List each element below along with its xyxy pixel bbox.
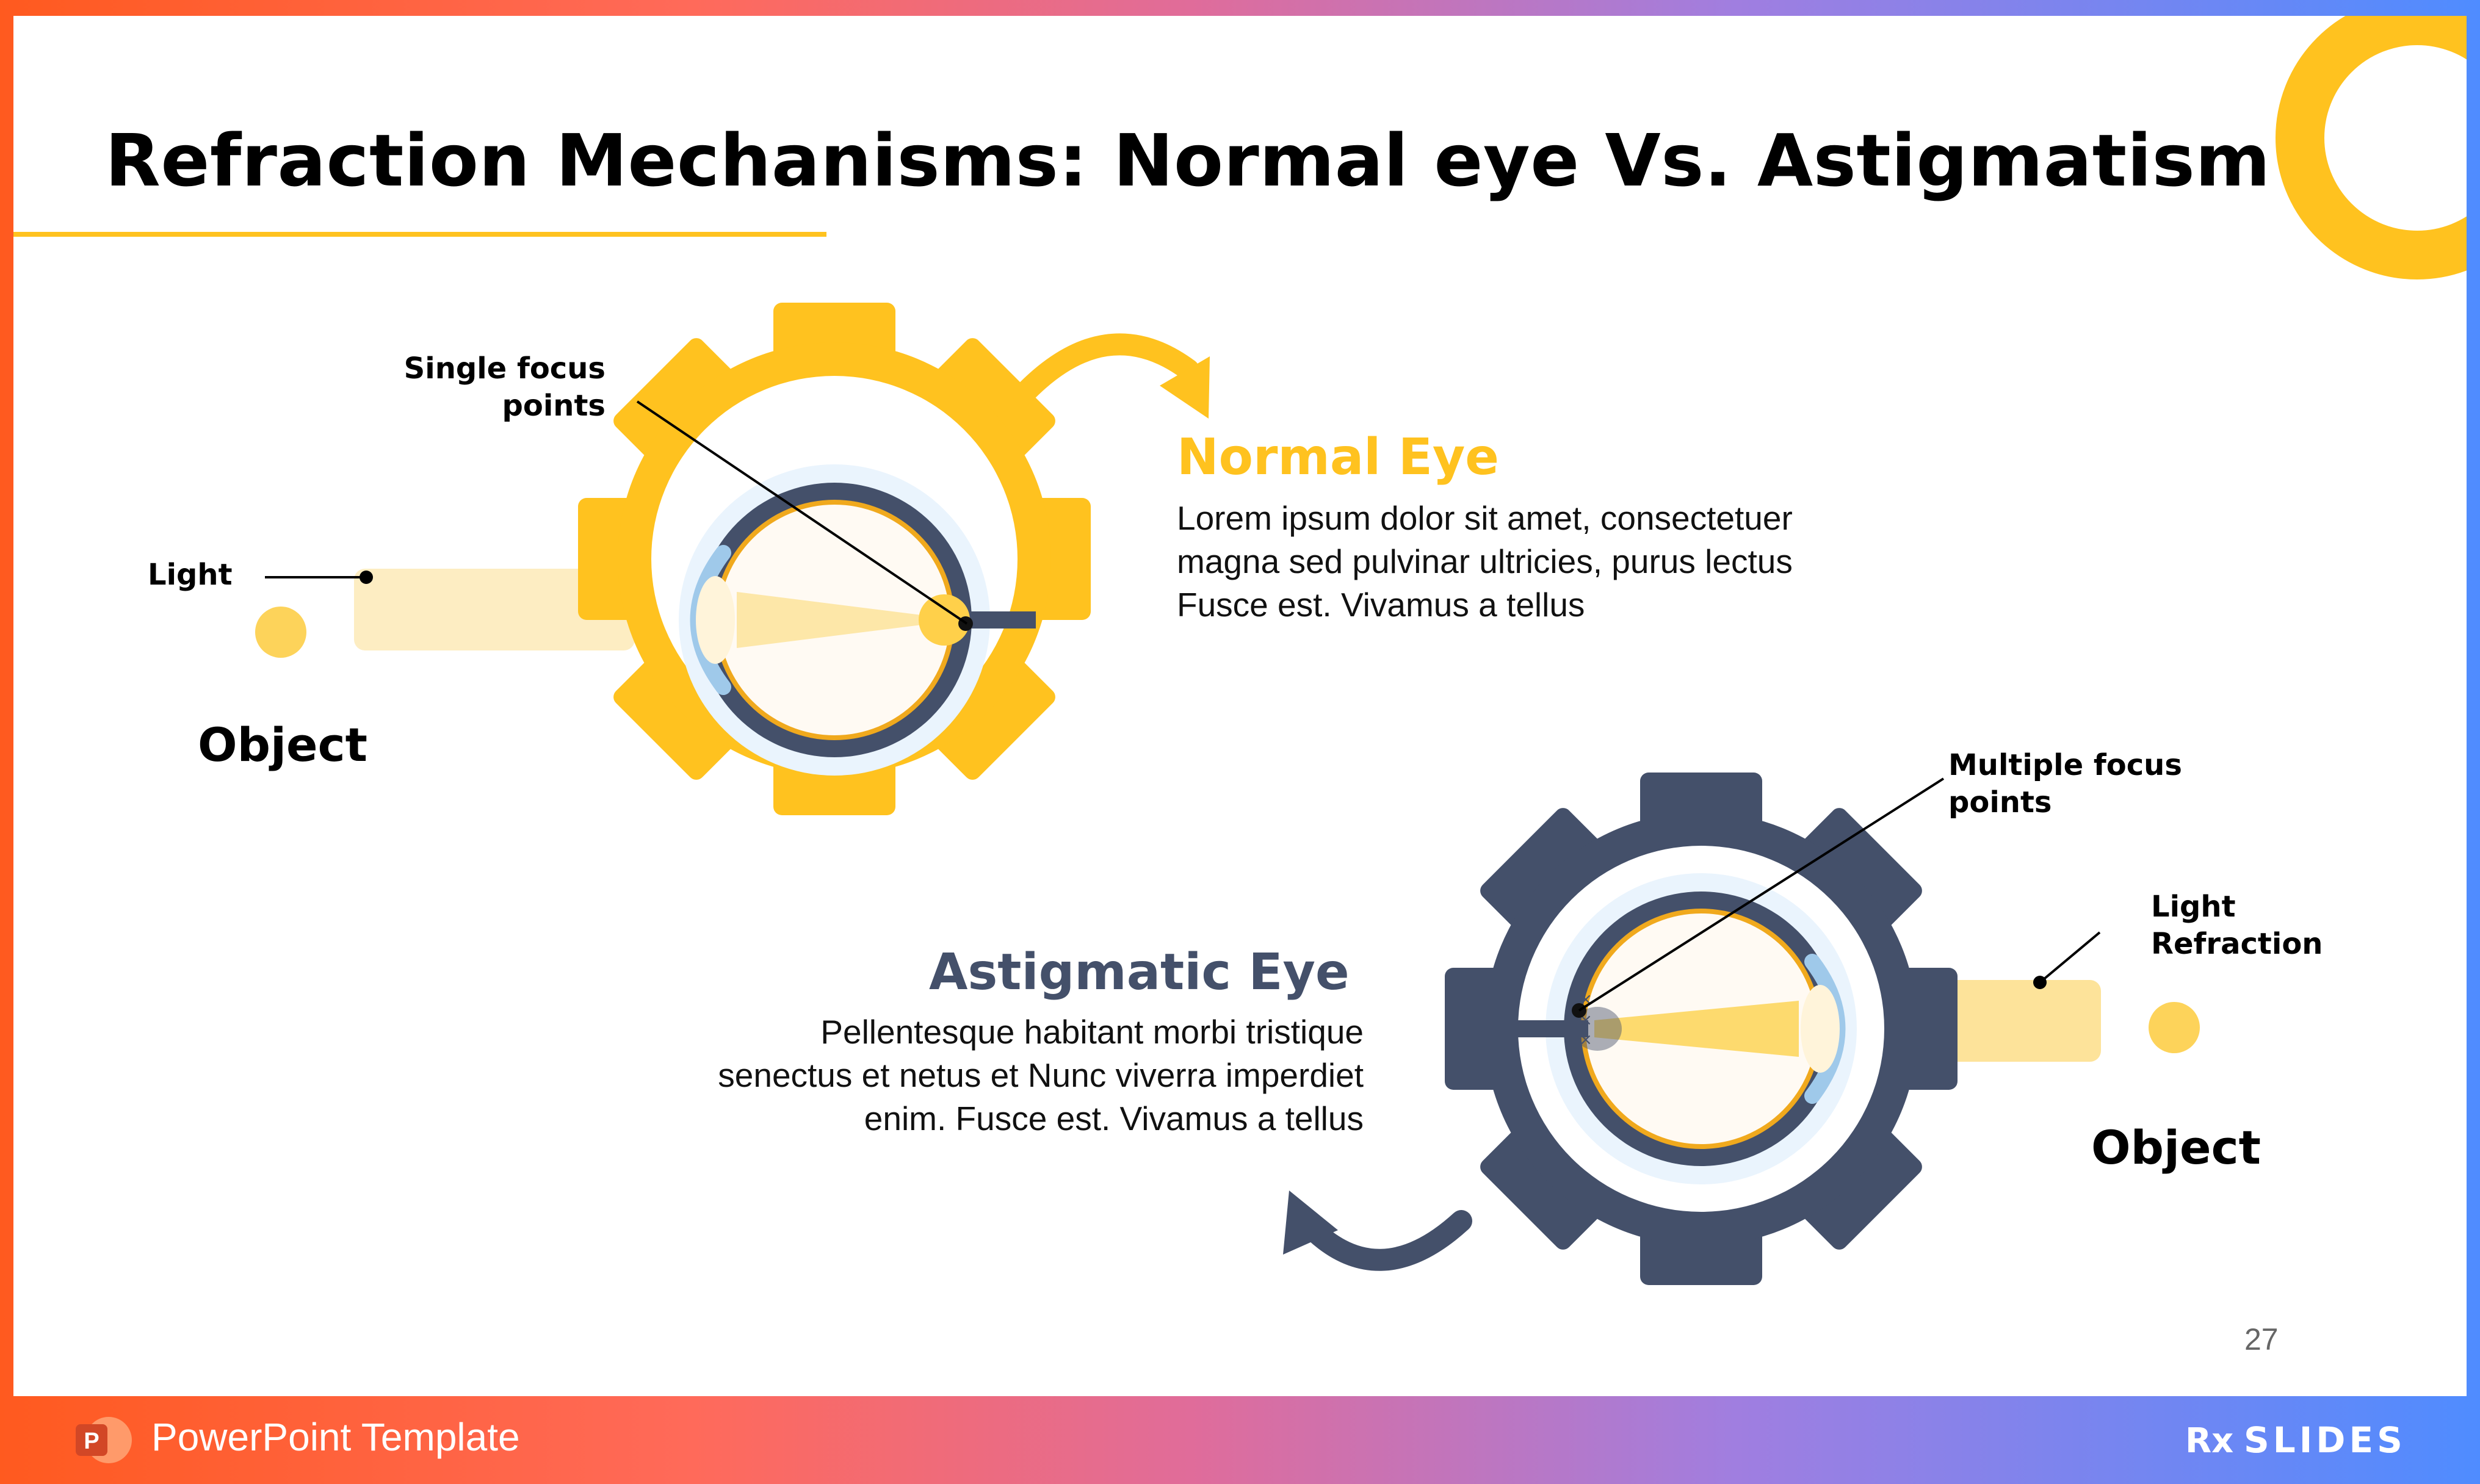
light-beam <box>354 569 635 650</box>
title-underline <box>13 232 826 237</box>
object-dot <box>255 607 306 658</box>
description-line: Lorem ipsum dolor sit amet, consectetuer <box>1177 499 1793 537</box>
normal-eye-illustration <box>255 303 1210 815</box>
curved-arrow-icon <box>1013 333 1210 419</box>
astigmatic-eye-heading: Astigmatic Eye <box>929 943 1350 1001</box>
multiple-focus-label: Multiple focus points <box>1948 747 2182 821</box>
description-line: Fusce est. Vivamus a tellus <box>1177 586 1585 624</box>
focus-leader-line <box>1578 777 1945 1012</box>
label-line: Light <box>2151 890 2236 924</box>
astigmatic-eye-illustration: × × × <box>1283 773 2200 1285</box>
description-line: magna sed pulvinar ultricies, purus lect… <box>1177 542 1793 580</box>
curved-arrow-icon <box>1283 1190 1472 1271</box>
powerpoint-icon: P <box>76 1417 132 1463</box>
multiple-focus-marks: × <box>1579 1031 1592 1049</box>
label-line: points <box>502 389 606 423</box>
powerpoint-icon-letter: P <box>84 1428 99 1454</box>
page-number: 27 <box>2244 1322 2279 1356</box>
astigmatic-eye-description: Pellentesque habitant morbi tristique se… <box>624 1010 1364 1140</box>
description-line: senectus et netus et Nunc viverra imperd… <box>718 1056 1364 1094</box>
footer-app-label: PowerPoint Template <box>151 1415 520 1459</box>
eye-icon: × × × <box>1500 873 1857 1184</box>
brand-rx: Rx <box>2185 1421 2233 1461</box>
focus-leader-line <box>636 400 968 625</box>
label-line: points <box>1948 785 2052 819</box>
label-line: Refraction <box>2151 927 2323 961</box>
eye-icon <box>679 464 1036 776</box>
normal-eye-heading: Normal Eye <box>1177 428 1499 486</box>
decor-layer: × × × <box>255 16 2467 1285</box>
object-label: Object <box>198 718 367 772</box>
rxslides-logo: Rx SLIDES <box>2185 1419 2406 1461</box>
description-line: enim. Fusce est. Vivamus a tellus <box>864 1100 1364 1137</box>
object-dot <box>2149 1002 2200 1053</box>
light-label: Light <box>148 558 233 592</box>
brand-name: SLIDES <box>2244 1419 2406 1461</box>
label-line: Single focus <box>403 351 606 386</box>
corner-ring-decoration <box>2276 16 2467 279</box>
normal-eye-description: Lorem ipsum dolor sit amet, consectetuer… <box>1177 497 1793 627</box>
light-leader-line <box>2039 931 2101 984</box>
slide-canvas: × × × Refraction Mechanisms: Normal eye … <box>13 16 2467 1396</box>
description-line: Pellentesque habitant morbi tristique <box>820 1013 1364 1051</box>
label-line: Multiple focus <box>1948 748 2182 782</box>
slide-title: Refraction Mechanisms: Normal eye Vs. As… <box>105 118 2271 203</box>
object-label: Object <box>2091 1120 2261 1175</box>
single-focus-label: Single focus points <box>398 350 606 425</box>
footer-bar: P PowerPoint Template Rx SLIDES <box>0 1396 2480 1484</box>
light-refraction-label: Light Refraction <box>2151 888 2323 963</box>
